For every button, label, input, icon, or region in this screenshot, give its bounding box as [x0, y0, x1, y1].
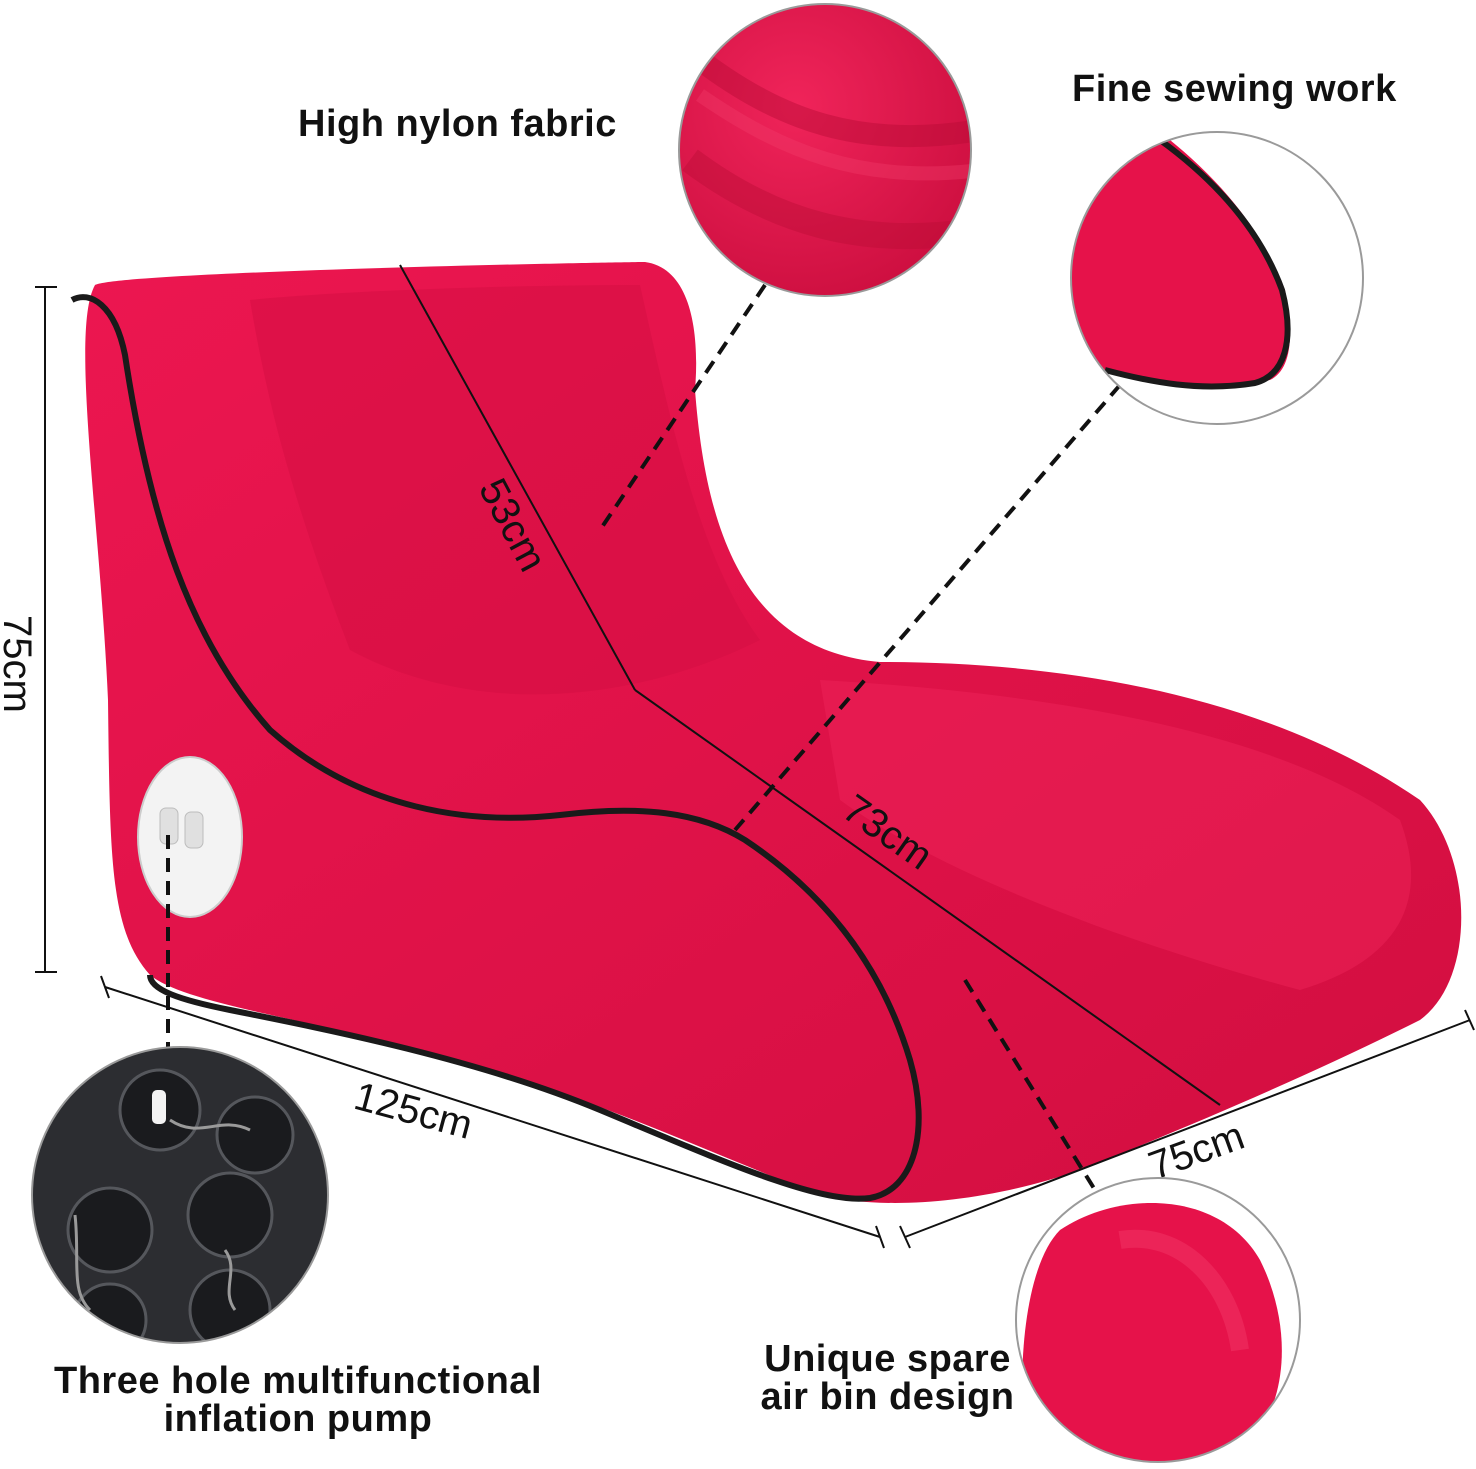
- pump-callout-line2: inflation pump: [163, 1398, 433, 1440]
- chair-seat-highlight: [820, 680, 1412, 990]
- spare-bin-callout-line2: air bin design: [760, 1376, 1015, 1418]
- pump-callout: Three hole multifunctional inflation pum…: [28, 1362, 568, 1438]
- length-tick-left: [100, 975, 110, 999]
- spare-bin-detail-circle: [1015, 1177, 1301, 1463]
- fabric-detail-circle: [678, 3, 972, 297]
- pump-port-bottom-left: [72, 1282, 148, 1343]
- spare-bin-callout-line1: Unique spare: [764, 1338, 1011, 1380]
- valve-cap-right: [184, 811, 204, 849]
- fabric-callout: High nylon fabric: [298, 103, 617, 145]
- length-tick-right: [875, 1225, 885, 1249]
- width-dimension-line: [904, 1019, 1471, 1238]
- spare-bin-callout: Unique spare air bin design: [745, 1340, 1030, 1416]
- sewing-callout: Fine sewing work: [1072, 68, 1397, 110]
- leader-lines: [166, 283, 1122, 1192]
- sewing-leader-line: [733, 383, 1122, 832]
- lounge-chair: [70, 262, 1462, 1203]
- width-tick-left: [899, 1225, 911, 1249]
- side-piping: [70, 294, 922, 1202]
- sewing-detail-circle: [1070, 131, 1364, 425]
- pump-detail-circle: [31, 1046, 329, 1344]
- bin-leader-line: [963, 978, 1097, 1192]
- length-dimension-line: [104, 986, 881, 1238]
- seat-dimension-line: [634, 689, 1221, 1106]
- pump-valve-white: [152, 1090, 166, 1124]
- height-label: 75cm: [0, 615, 39, 713]
- length-label: 125cm: [350, 1074, 477, 1148]
- pump-callout-line1: Three hole multifunctional: [53, 1360, 543, 1402]
- dimension-lines: [35, 264, 1475, 1249]
- backrest-dimension-line: [399, 264, 636, 691]
- fabric-leader-line: [598, 283, 767, 532]
- chair-back-shade: [250, 285, 760, 695]
- pump-port-middle-right: [186, 1171, 274, 1259]
- pump-port-top-right: [215, 1095, 295, 1175]
- pump-port-middle-left: [66, 1186, 154, 1274]
- width-tick-right: [1464, 1009, 1475, 1031]
